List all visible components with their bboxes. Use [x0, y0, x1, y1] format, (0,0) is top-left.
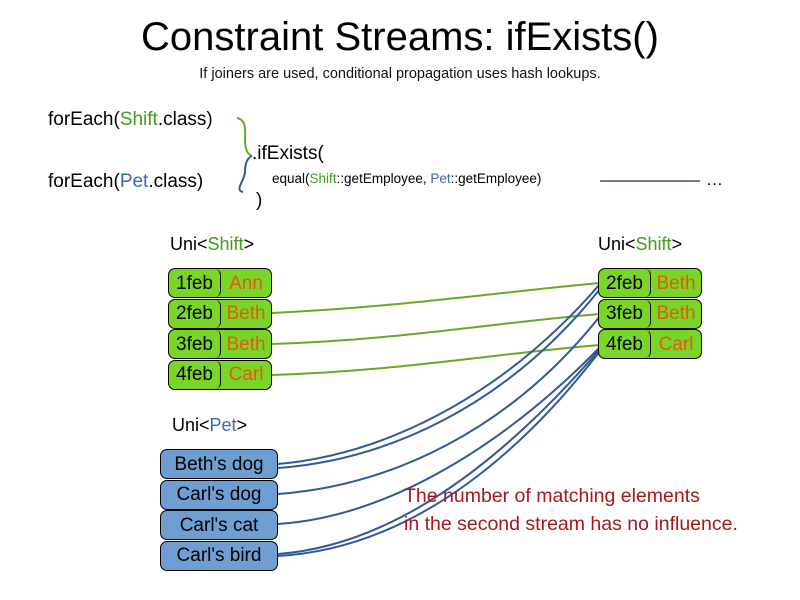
label-right-shift-stream: Uni<Shift> [598, 233, 682, 255]
foreach-pet-type: Pet [119, 171, 149, 192]
foreach-pet-suffix: .class) [148, 171, 204, 192]
cell-employee: Carl [228, 364, 264, 385]
label-pet-stream: Uni<Pet> [172, 414, 247, 436]
connector-shift-3feb [271, 313, 601, 345]
cell-pet-name: Carl's dog [176, 484, 262, 505]
equal-left-type: Shift [309, 171, 337, 186]
left-shift-label-prefix: Uni< [170, 234, 208, 254]
code-foreach-shift: forEach(Shift.class) [48, 108, 213, 132]
foreach-shift-prefix: forEach( [48, 109, 120, 130]
cell-date: 4feb [599, 330, 651, 358]
cell-date: 4feb [169, 360, 221, 389]
foreach-shift-suffix: .class) [157, 109, 213, 130]
code-foreach-pet: forEach(Pet.class) [48, 170, 203, 194]
equal-right-type: Pet [430, 171, 451, 186]
code-close-paren: ) [256, 190, 263, 211]
caption-note: The number of matching elements in the s… [404, 482, 738, 538]
code-equal-joiner: equal(Shift::getEmployee, Pet::getEmploy… [272, 170, 541, 188]
brace-arm-pet [238, 155, 253, 193]
pet-label-type: Pet [209, 415, 237, 435]
label-left-shift-stream: Uni<Shift> [170, 233, 254, 255]
table-row[interactable]: Carl's bird [160, 540, 278, 571]
cell-employee: Beth [656, 303, 696, 324]
table-row[interactable]: 4feb Carl [168, 359, 272, 390]
left-shift-label-type: Shift [207, 234, 244, 254]
right-shift-label-type: Shift [635, 234, 672, 254]
table-row[interactable]: 4feb Carl [598, 329, 702, 359]
left-shift-label-suffix: > [243, 234, 255, 254]
pet-label-prefix: Uni< [172, 415, 210, 435]
brace-arm-shift [236, 117, 253, 157]
caption-line-1: The number of matching elements [404, 485, 700, 507]
code-ellipsis: … [706, 170, 723, 189]
cell-employee: Beth [226, 303, 266, 324]
cell-employee: Beth [656, 272, 696, 294]
table-row[interactable]: Beth's dog [160, 449, 278, 479]
cell-pet-name: Carl's bird [176, 545, 262, 566]
equal-right-method: ::getEmployee) [450, 171, 542, 186]
cell-pet-name: Beth's dog [174, 453, 264, 475]
connector-pet-carl-dog [277, 315, 601, 495]
connector-pet-beth-dog-b [277, 288, 601, 469]
connector-shift-2feb [271, 282, 601, 314]
foreach-pet-prefix: forEach( [48, 171, 120, 192]
cell-date: 3feb [599, 299, 651, 328]
cell-date: 1feb [169, 269, 221, 297]
right-shift-label-prefix: Uni< [598, 234, 636, 254]
caption-line-2: in the second stream has no influence. [404, 513, 738, 535]
page-title: Constraint Streams: ifExists() [141, 15, 659, 59]
right-shift-label-suffix: > [671, 234, 683, 254]
cell-employee: Beth [226, 333, 266, 355]
connector-pet-beth-dog-a [277, 283, 601, 465]
code-ifexists-label: .ifExists( [252, 143, 324, 164]
cell-date: 2feb [169, 299, 221, 328]
cell-employee: Ann [229, 272, 263, 294]
table-row[interactable]: Carl's dog [160, 479, 278, 510]
equal-prefix: equal( [272, 171, 310, 186]
pet-label-suffix: > [236, 415, 248, 435]
table-row[interactable]: Carl's cat [160, 510, 278, 540]
foreach-shift-type: Shift [119, 109, 158, 130]
page-subtitle: If joiners are used, conditional propaga… [199, 66, 601, 82]
cell-pet-name: Carl's cat [179, 514, 259, 536]
cell-date: 3feb [169, 330, 221, 358]
connector-shift-4feb [271, 344, 601, 376]
cell-date: 2feb [599, 269, 651, 297]
cell-employee: Carl [658, 333, 694, 355]
equal-left-method: ::getEmployee, [336, 171, 431, 186]
table-row[interactable]: 1feb Ann [168, 268, 272, 298]
